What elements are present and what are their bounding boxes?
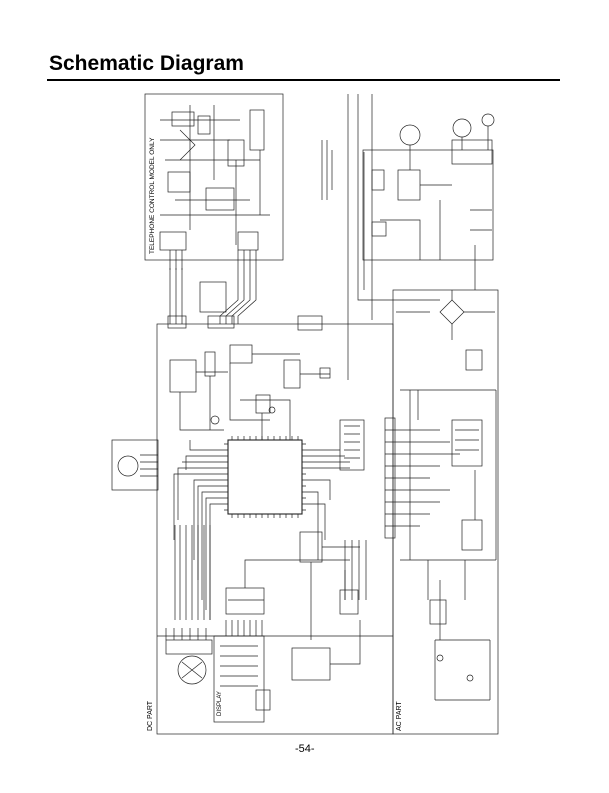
dc-panel-frame	[156, 323, 394, 735]
ac-part-label: AC PART	[396, 701, 403, 731]
telephone-panel-frame	[144, 93, 284, 261]
dc-part-label: DC PART	[147, 700, 154, 731]
display-panel-frame	[213, 635, 265, 723]
title-divider	[47, 79, 560, 81]
page-number: -54-	[295, 743, 315, 755]
page-title: Schematic Diagram	[49, 52, 244, 75]
telephone-panel-label: TELEPHONE CONTROL MODEL ONLY	[149, 137, 156, 254]
display-panel-label: DISPLAY	[217, 691, 223, 716]
ac-panel-frame	[392, 289, 499, 735]
microcontroller	[227, 439, 303, 515]
